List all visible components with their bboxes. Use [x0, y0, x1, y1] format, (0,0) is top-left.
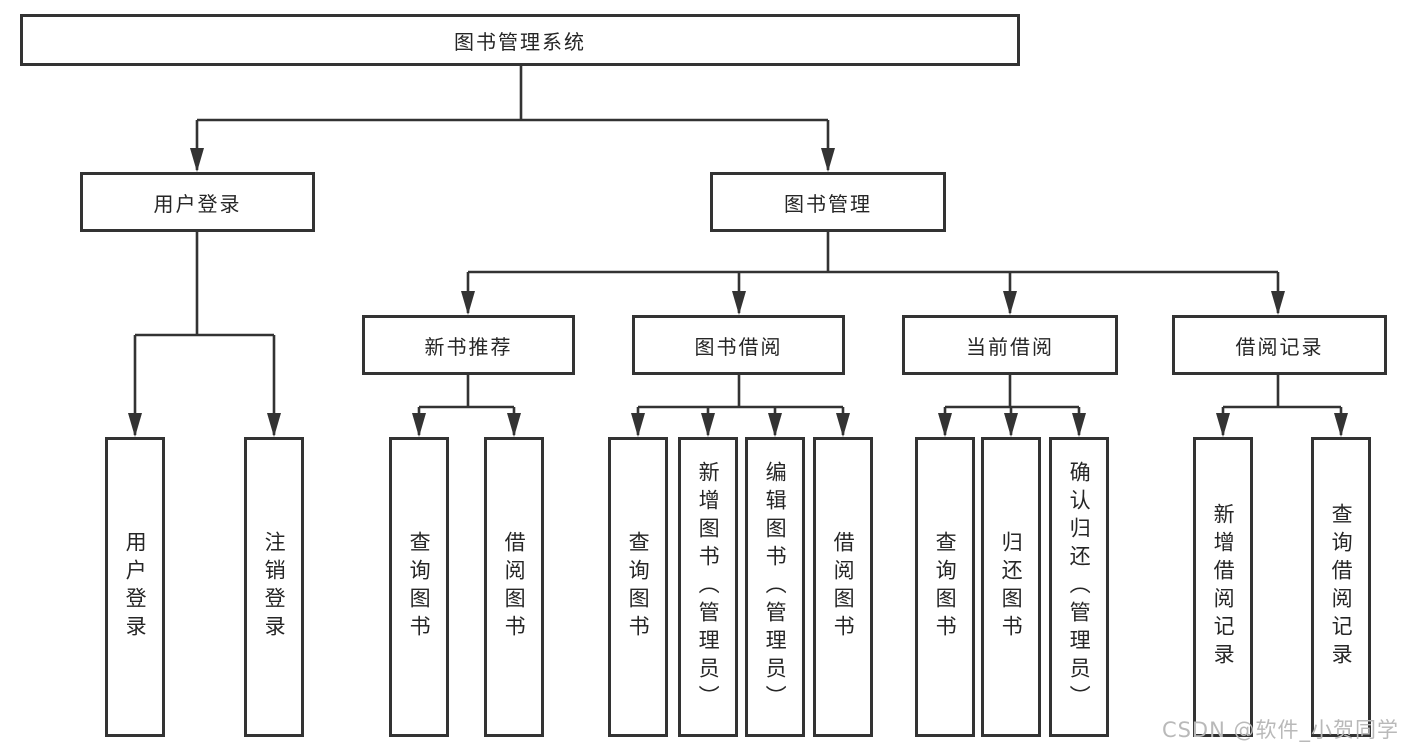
leaf-confirm-return-admin: 确认归还（管理员）: [1049, 437, 1109, 737]
node-label: 借阅图书: [831, 531, 856, 643]
node-label: 新增图书（管理员）: [696, 461, 721, 713]
node-label: 图书管理: [784, 191, 872, 216]
leaf-edit-books-admin: 编辑图书（管理员）: [745, 437, 805, 737]
leaf-borrow-books-recommend: 借阅图书: [484, 437, 544, 737]
arrowhead-icons: [128, 148, 1348, 437]
connector-book-borrow-to-leaves: [636, 375, 845, 435]
leaf-add-borrow-record: 新增借阅记录: [1193, 437, 1253, 737]
node-label: 当前借阅: [966, 334, 1054, 359]
connector-new-book-recommend-to-leaves: [417, 375, 516, 435]
node-label: 新增借阅记录: [1211, 503, 1236, 671]
connector-root-to-level2: [195, 66, 830, 170]
node-library-management-system: 图书管理系统: [20, 14, 1020, 66]
node-label: 查询图书: [933, 531, 958, 643]
node-book-borrow: 图书借阅: [632, 315, 845, 375]
node-label: 查询图书: [626, 531, 651, 643]
node-label: 注销登录: [262, 531, 287, 643]
connector-user-login-to-leaves: [133, 232, 276, 435]
leaf-query-borrow-record: 查询借阅记录: [1311, 437, 1371, 737]
leaf-logout: 注销登录: [244, 437, 304, 737]
node-label: 图书管理系统: [454, 29, 586, 54]
node-label: 借阅图书: [502, 531, 527, 643]
node-label: 新书推荐: [424, 334, 513, 359]
node-current-borrow: 当前借阅: [902, 315, 1118, 375]
node-label: 用户登录: [153, 191, 242, 216]
leaf-borrow-books: 借阅图书: [813, 437, 873, 737]
connector-borrow-records-to-leaves: [1221, 375, 1343, 435]
node-new-book-recommend: 新书推荐: [362, 315, 575, 375]
node-label: 查询借阅记录: [1329, 503, 1354, 671]
node-borrow-records: 借阅记录: [1172, 315, 1387, 375]
node-label: 确认归还（管理员）: [1067, 461, 1092, 713]
node-label: 归还图书: [999, 531, 1024, 643]
leaf-query-books-borrow: 查询图书: [608, 437, 668, 737]
node-user-login: 用户登录: [80, 172, 315, 232]
node-label: 借阅记录: [1235, 334, 1324, 359]
node-book-management: 图书管理: [710, 172, 946, 232]
node-label: 编辑图书（管理员）: [763, 461, 788, 713]
csdn-watermark: CSDN @软件_小贺同学: [1161, 718, 1399, 742]
leaf-query-books-current: 查询图书: [915, 437, 975, 737]
leaf-add-books-admin: 新增图书（管理员）: [678, 437, 738, 737]
node-label: 图书借阅: [694, 334, 783, 359]
node-label: 用户登录: [123, 531, 148, 643]
leaf-return-books: 归还图书: [981, 437, 1041, 737]
connector-book-management-to-level3: [466, 232, 1280, 313]
leaf-query-books-recommend: 查询图书: [389, 437, 449, 737]
node-label: 查询图书: [407, 531, 432, 643]
leaf-user-login: 用户登录: [105, 437, 165, 737]
